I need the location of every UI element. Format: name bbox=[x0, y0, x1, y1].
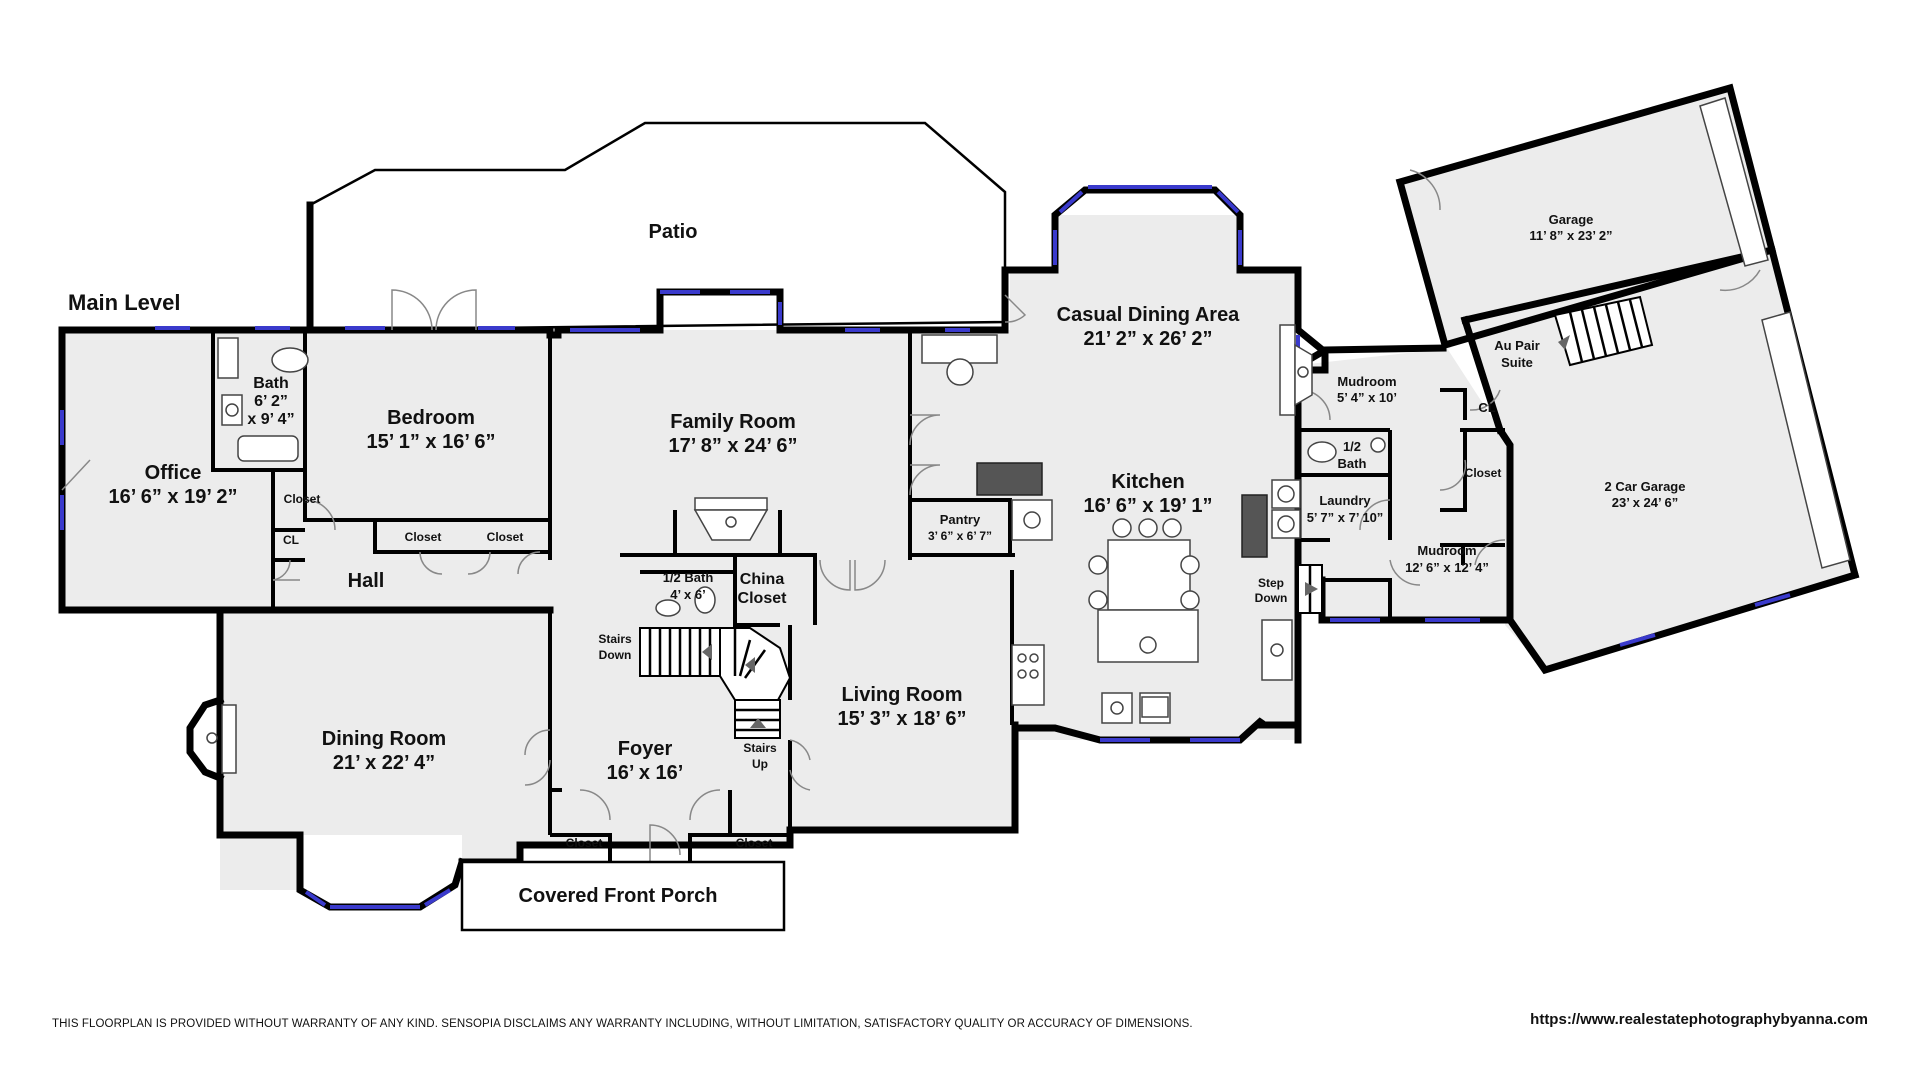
living-room-dims: 15’ 3” x 18’ 6” bbox=[838, 708, 967, 730]
half-bath-dims: 4’ x 6’ bbox=[670, 587, 705, 602]
level-title: Main Level bbox=[68, 290, 180, 315]
office-label: Office bbox=[145, 462, 202, 484]
bath-dims-2: x 9’ 4” bbox=[247, 411, 294, 428]
half-bath-2-label-2: Bath bbox=[1338, 456, 1367, 471]
garage-dims: 11’ 8” x 23’ 2” bbox=[1529, 228, 1612, 243]
kitchen-dims: 16’ 6” x 19’ 1” bbox=[1084, 495, 1213, 517]
windows bbox=[60, 185, 1791, 909]
hall-label: Hall bbox=[348, 570, 385, 592]
family-room-label: Family Room bbox=[670, 411, 796, 433]
foyer-label: Foyer bbox=[618, 738, 673, 760]
bedroom-dims: 15’ 1” x 16’ 6” bbox=[367, 431, 496, 453]
step-down-label-2: Down bbox=[1255, 591, 1288, 605]
stairs-down-label-1: Stairs bbox=[598, 632, 632, 646]
doors bbox=[61, 169, 1761, 862]
mudroom-2-dims: 12’ 6” x 12’ 4” bbox=[1405, 560, 1489, 575]
two-car-garage-label: 2 Car Garage bbox=[1605, 479, 1686, 494]
foyer-dims: 16’ x 16’ bbox=[607, 762, 684, 784]
au-pair-label-1: Au Pair bbox=[1494, 338, 1540, 353]
labels: Main Level Patio Office 16’ 6” x 19’ 2” … bbox=[68, 212, 1685, 907]
china-closet-label-1: China bbox=[740, 571, 785, 588]
closet-label-foyer-2: Closet bbox=[736, 836, 773, 850]
bath-label: Bath bbox=[253, 375, 289, 392]
closet-label-foyer-1: Closet bbox=[566, 836, 603, 850]
closet-label-bedroom-2: Closet bbox=[487, 530, 524, 544]
closet-label-bedroom-1: Closet bbox=[405, 530, 442, 544]
au-pair-label-2: Suite bbox=[1501, 355, 1533, 370]
closet-label-office: Closet bbox=[284, 492, 321, 506]
living-room-label: Living Room bbox=[841, 684, 962, 706]
closet-label-mudroom: Closet bbox=[1465, 466, 1502, 480]
patio-label: Patio bbox=[649, 221, 698, 243]
mudroom-2-label: Mudroom bbox=[1417, 543, 1476, 558]
mudroom-1-dims: 5’ 4” x 10’ bbox=[1337, 390, 1397, 405]
laundry-label: Laundry bbox=[1319, 493, 1371, 508]
dining-room-label: Dining Room bbox=[322, 728, 446, 750]
stairs-up-label-2: Up bbox=[752, 757, 768, 771]
porch-label: Covered Front Porch bbox=[519, 885, 718, 907]
stairs-down-label-2: Down bbox=[599, 648, 632, 662]
casual-dining-dims: 21’ 2” x 26’ 2” bbox=[1084, 328, 1213, 350]
fixtures bbox=[206, 324, 1386, 932]
casual-dining-label: Casual Dining Area bbox=[1057, 304, 1241, 326]
step-down-label-1: Step bbox=[1258, 576, 1284, 590]
bath-dims-1: 6’ 2” bbox=[254, 393, 288, 410]
two-car-garage-dims: 23’ x 24’ 6” bbox=[1612, 495, 1679, 510]
disclaimer-text: THIS FLOORPLAN IS PROVIDED WITHOUT WARRA… bbox=[52, 1018, 1193, 1030]
half-bath-2-label-1: 1/2 bbox=[1343, 439, 1361, 454]
family-room-dims: 17’ 8” x 24’ 6” bbox=[669, 435, 798, 457]
floor-fills bbox=[62, 88, 1855, 890]
kitchen-label: Kitchen bbox=[1111, 471, 1184, 493]
stairs-up-label-1: Stairs bbox=[743, 741, 777, 755]
mudroom-1-label: Mudroom bbox=[1337, 374, 1396, 389]
bedroom-label: Bedroom bbox=[387, 407, 475, 429]
garage-label: Garage bbox=[1549, 212, 1594, 227]
cl-label-hall: CL bbox=[283, 533, 299, 547]
pantry-label: Pantry bbox=[940, 512, 981, 527]
website-link[interactable]: https://www.realestatephotographybyanna.… bbox=[1530, 1011, 1868, 1028]
office-dims: 16’ 6” x 19’ 2” bbox=[109, 486, 238, 508]
pantry-dims: 3’ 6” x 6’ 7” bbox=[928, 529, 992, 543]
laundry-dims: 5’ 7” x 7’ 10” bbox=[1307, 510, 1384, 525]
dining-room-dims: 21’ x 22’ 4” bbox=[333, 752, 435, 774]
interior-walls bbox=[211, 330, 1505, 862]
half-bath-label: 1/2 Bath bbox=[663, 570, 714, 585]
stairs bbox=[639, 97, 1851, 739]
cl-label-au-pair: CL bbox=[1478, 400, 1495, 415]
china-closet-label-2: Closet bbox=[738, 590, 788, 607]
